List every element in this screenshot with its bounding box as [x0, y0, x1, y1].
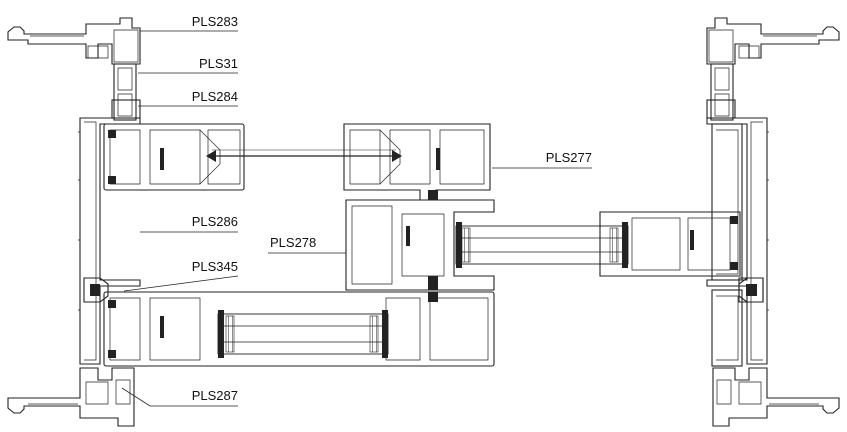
travel-arrow [206, 149, 402, 162]
profile-pls345-left [83, 277, 109, 303]
profile-pls283-left [7, 17, 141, 65]
leader-lines [121, 30, 592, 407]
label-pls345: PLS345 [192, 259, 238, 274]
label-pls287: PLS287 [192, 388, 238, 403]
label-pls286: PLS286 [192, 214, 238, 229]
profile-pls278 [345, 199, 495, 291]
label-pls31: PLS31 [199, 56, 238, 71]
profile-pls286-left [79, 117, 141, 365]
callout-labels: PLS283 PLS31 PLS284 PLS277 PLS286 PLS278… [192, 14, 592, 403]
profile-pls287-left [7, 367, 135, 427]
sash-upper-left [103, 123, 245, 191]
profile-pls277 [343, 123, 491, 201]
label-pls283: PLS283 [192, 14, 238, 29]
sash-right-jamb [711, 123, 764, 367]
left-frame [7, 17, 141, 427]
sash-lower-left [103, 291, 495, 367]
label-pls284: PLS284 [192, 89, 238, 104]
right-frame [706, 17, 840, 427]
sash-middle [345, 199, 741, 291]
sash-upper-middle [343, 123, 491, 201]
label-pls277: PLS277 [546, 150, 592, 165]
profile-pls31-left [113, 63, 137, 121]
label-pls278: PLS278 [270, 235, 316, 250]
